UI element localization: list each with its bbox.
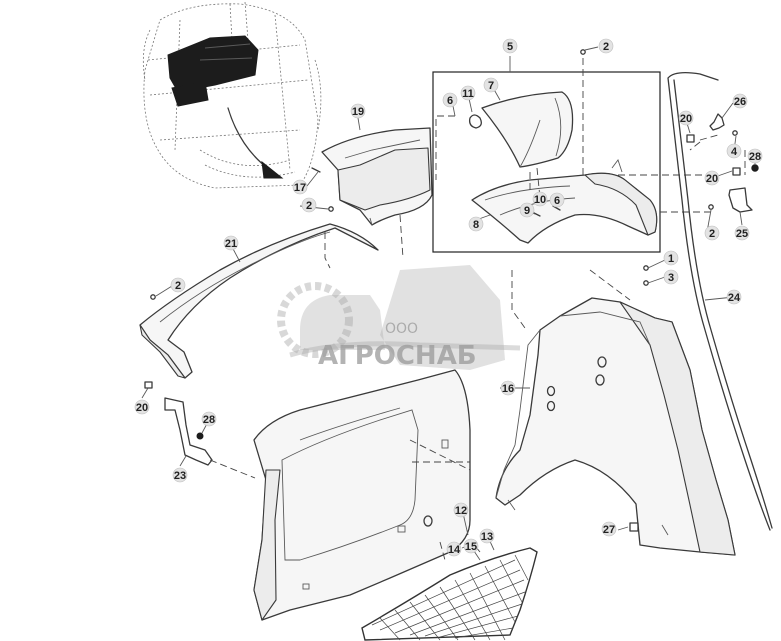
cab-overview-illustration <box>142 1 322 189</box>
callout-8: 8 <box>468 216 484 232</box>
svg-text:17: 17 <box>294 182 306 194</box>
svg-text:10: 10 <box>534 194 546 206</box>
svg-text:28: 28 <box>749 151 761 163</box>
svg-text:13: 13 <box>481 531 493 543</box>
callout-12: 12 <box>453 502 469 518</box>
callout-14: 14 <box>446 541 462 557</box>
callout-10: 10 <box>532 191 548 207</box>
detail-box <box>432 56 661 253</box>
callout-25: 25 <box>734 225 750 241</box>
part-11-clip <box>468 114 482 129</box>
svg-text:16: 16 <box>502 383 514 395</box>
svg-text:6: 6 <box>554 195 560 207</box>
callout-2: 2 <box>704 225 720 241</box>
callout-27: 27 <box>601 521 617 537</box>
part-26-bracket <box>709 113 725 131</box>
svg-text:7: 7 <box>488 80 494 92</box>
callout-24: 24 <box>726 289 742 305</box>
svg-text:28: 28 <box>203 414 215 426</box>
callout-2: 2 <box>170 277 186 293</box>
svg-text:20: 20 <box>706 173 718 185</box>
callout-5: 5 <box>502 38 518 54</box>
svg-text:1: 1 <box>668 253 674 265</box>
callout-28: 28 <box>201 411 217 427</box>
svg-text:2: 2 <box>603 41 609 53</box>
svg-text:11: 11 <box>462 88 474 100</box>
svg-text:8: 8 <box>473 219 479 231</box>
part-23-bracket <box>164 397 213 466</box>
svg-text:24: 24 <box>728 292 741 304</box>
svg-text:25: 25 <box>736 228 748 240</box>
svg-text:5: 5 <box>507 41 513 53</box>
svg-text:14: 14 <box>448 544 461 556</box>
svg-text:21: 21 <box>225 238 237 250</box>
callout-11: 11 <box>460 85 476 101</box>
part-7-cover <box>481 91 574 168</box>
svg-text:12: 12 <box>455 505 467 517</box>
part-15-storage-net <box>361 547 538 641</box>
callout-20: 20 <box>704 170 720 186</box>
callout-28: 28 <box>747 148 763 164</box>
callout-3: 3 <box>663 269 679 285</box>
callout-13: 13 <box>479 528 495 544</box>
callout-23: 23 <box>172 467 188 483</box>
callout-4: 4 <box>726 143 742 159</box>
svg-text:6: 6 <box>447 95 453 107</box>
callout-2: 2 <box>301 197 317 213</box>
callout-6: 6 <box>549 192 565 208</box>
part-21-header-panel <box>139 223 379 379</box>
callout-layer: 1 2 2 2 2 3 4 5 6 6 7 8 9 10 11 12 13 14… <box>134 38 763 561</box>
svg-text:4: 4 <box>731 146 738 158</box>
callout-6: 6 <box>442 92 458 108</box>
svg-text:27: 27 <box>603 524 615 536</box>
callout-1: 1 <box>663 250 679 266</box>
svg-text:26: 26 <box>734 96 746 108</box>
svg-text:23: 23 <box>174 470 186 482</box>
watermark-prefix: ООО <box>385 321 418 337</box>
callout-19: 19 <box>350 103 366 119</box>
callout-21: 21 <box>223 235 239 251</box>
svg-text:2: 2 <box>306 200 312 212</box>
callout-7: 7 <box>483 77 499 93</box>
callout-15: 15 <box>463 538 479 554</box>
watermark: ООО АГРОСНАБ <box>277 265 521 371</box>
svg-text:20: 20 <box>680 113 692 125</box>
callout-20: 20 <box>134 399 150 415</box>
callout-17: 17 <box>292 179 308 195</box>
callout-2: 2 <box>598 38 614 54</box>
svg-text:19: 19 <box>352 106 364 118</box>
svg-text:2: 2 <box>709 228 715 240</box>
part-24-trim-strip <box>667 72 771 531</box>
svg-text:20: 20 <box>136 402 148 414</box>
watermark-name: АГРОСНАБ <box>318 341 477 371</box>
callout-26: 26 <box>732 93 748 109</box>
part-25-bracket <box>728 187 753 213</box>
svg-text:9: 9 <box>524 205 530 217</box>
svg-text:3: 3 <box>668 272 674 284</box>
callout-20: 20 <box>678 110 694 126</box>
callout-16: 16 <box>500 380 516 396</box>
svg-text:15: 15 <box>465 541 477 553</box>
svg-text:2: 2 <box>175 280 181 292</box>
callout-9: 9 <box>519 202 535 218</box>
